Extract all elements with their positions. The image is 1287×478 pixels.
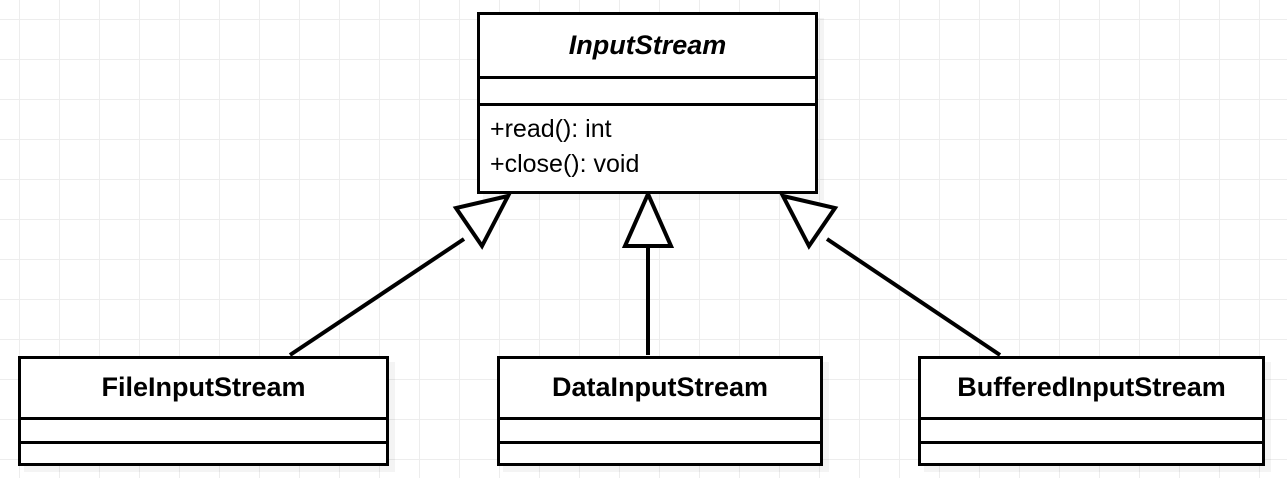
hollow-triangle-arrowhead-bufferedinputstream [779,193,839,250]
operations-compartment-inputstream: +read(): int +close(): void [480,103,815,188]
operations-compartment-bufferedinputstream [921,441,1262,463]
generalization-line-fileinputstream [288,237,466,357]
class-name-inputstream: InputStream [568,29,727,60]
attributes-compartment-datainputstream [500,417,820,441]
class-name-fileinputstream: FileInputStream [101,372,306,403]
generalization-line-bufferedinputstream [825,237,1002,357]
attributes-compartment-bufferedinputstream [921,417,1262,441]
class-box-fileinputstream[interactable]: FileInputStream [18,356,389,466]
generalization-fileinputstream[interactable] [288,193,512,357]
class-box-bufferedinputstream[interactable]: BufferedInputStream [918,356,1265,466]
attributes-compartment-inputstream [480,76,815,103]
generalization-bufferedinputstream[interactable] [779,193,1002,357]
attributes-compartment-fileinputstream [21,417,386,441]
operation-read: +read(): int [490,115,612,143]
hollow-triangle-arrowhead-datainputstream [621,189,675,248]
hollow-triangle-arrowhead-fileinputstream [452,193,512,250]
class-name-bufferedinputstream: BufferedInputStream [957,372,1226,403]
class-name-datainputstream: DataInputStream [551,372,769,403]
class-box-datainputstream[interactable]: DataInputStream [497,356,823,466]
operations-compartment-fileinputstream [21,441,386,463]
operation-close: +close(): void [490,149,640,178]
class-box-inputstream[interactable]: InputStream +read(): int +close(): void [477,12,818,194]
operations-compartment-datainputstream [500,441,820,463]
generalization-datainputstream[interactable] [621,189,675,355]
